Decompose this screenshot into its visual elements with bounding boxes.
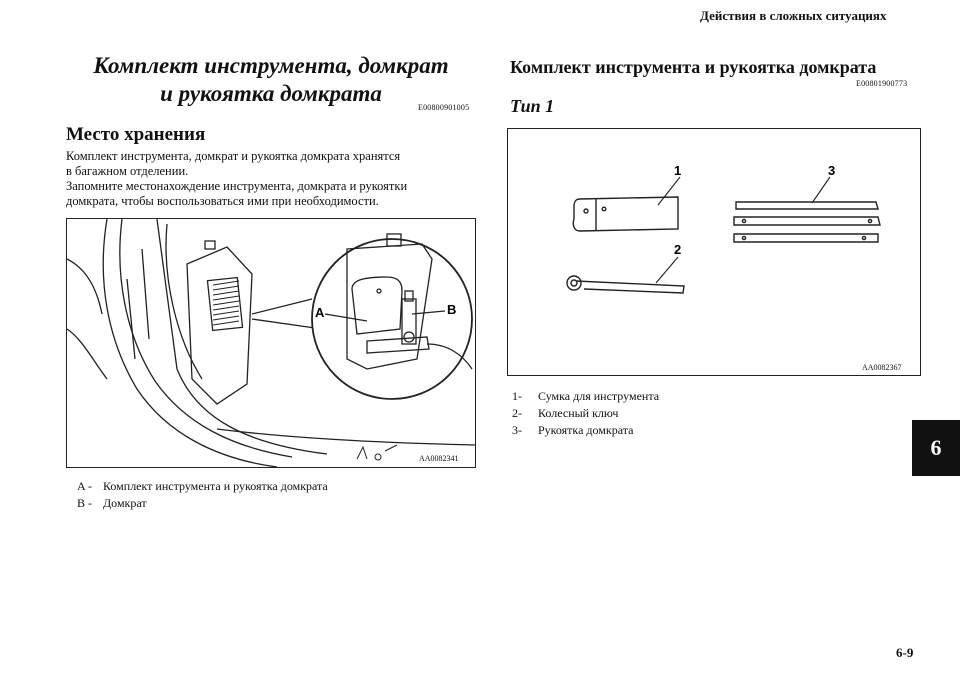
- left-section-code: E00800901005: [418, 103, 470, 112]
- right-figure-code: AA0082367: [862, 363, 902, 372]
- left-title-line-1: Комплект инструмента, домкрат: [93, 53, 449, 78]
- paragraph-line: домкрата, чтобы воспользоваться ими при …: [66, 194, 379, 208]
- right-section-title: Комплект инструмента и рукоятка домкрата: [510, 57, 877, 77]
- left-section-title: Комплект инструмента, домкрат и рукоятка…: [66, 52, 476, 108]
- legend-key: 1-: [512, 389, 522, 403]
- right-legend: 1- Сумка для инструмента 2- Колесный клю…: [512, 388, 659, 439]
- paragraph-line: Комплект инструмента, домкрат и рукоятка…: [66, 149, 401, 163]
- right-section-code: E00801900773: [856, 79, 908, 88]
- left-title-line-2: и рукоятка домкрата: [160, 81, 382, 106]
- legend-item: 2- Колесный ключ: [512, 405, 659, 422]
- chapter-tab: 6: [912, 420, 960, 476]
- storage-location-figure: A B AA0082341: [66, 218, 476, 468]
- trunk-illustration: A B: [66, 218, 476, 468]
- legend-item: 1- Сумка для инструмента: [512, 388, 659, 405]
- tools-illustration: 1 2 3: [566, 163, 881, 294]
- legend-item: A - Комплект инструмента и рукоятка домк…: [77, 478, 328, 495]
- legend-key: B -: [77, 496, 92, 510]
- callout-b: B: [447, 302, 456, 317]
- callout-2: 2: [674, 242, 681, 257]
- legend-item: B - Домкрат: [77, 495, 328, 512]
- running-header: Действия в сложных ситуациях: [700, 8, 887, 23]
- left-figure-code: AA0082341: [419, 454, 459, 463]
- callout-3: 3: [828, 163, 835, 178]
- callout-a: A: [315, 305, 325, 320]
- legend-text: Сумка для инструмента: [538, 389, 660, 403]
- legend-text: Комплект инструмента и рукоятка домкрата: [103, 479, 328, 493]
- legend-item: 3- Рукоятка домкрата: [512, 422, 659, 439]
- legend-text: Колесный ключ: [538, 406, 619, 420]
- legend-key: A -: [77, 479, 92, 493]
- page-number: 6-9: [896, 645, 914, 660]
- storage-heading: Место хранения: [66, 124, 206, 145]
- paragraph-line: в багажном отделении.: [66, 164, 189, 178]
- type-label: Тип 1: [510, 96, 555, 116]
- storage-paragraph: Комплект инструмента, домкрат и рукоятка…: [66, 149, 486, 209]
- legend-key: 2-: [512, 406, 522, 420]
- legend-text: Домкрат: [103, 496, 147, 510]
- callout-1: 1: [674, 163, 681, 178]
- legend-key: 3-: [512, 423, 522, 437]
- legend-text: Рукоятка домкрата: [538, 423, 634, 437]
- paragraph-line: Запомните местонахождение инструмента, д…: [66, 179, 408, 193]
- left-legend: A - Комплект инструмента и рукоятка домк…: [77, 478, 328, 512]
- tool-kit-figure: 1 2 3 AA0082367: [507, 128, 921, 376]
